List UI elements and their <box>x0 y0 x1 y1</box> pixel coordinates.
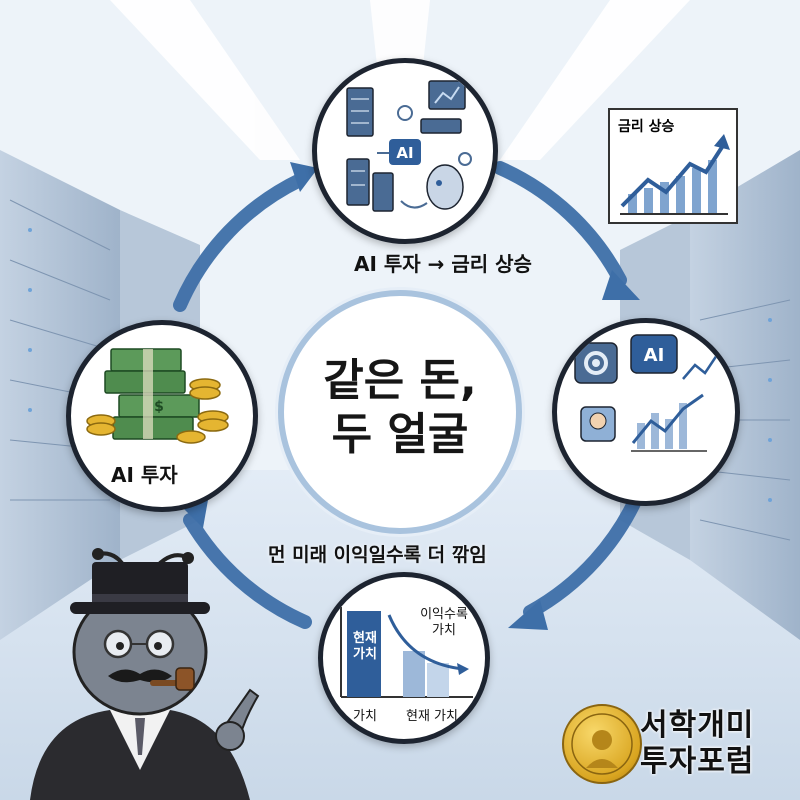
top-node-label: AI 투자 → 금리 상승 <box>354 252 532 276</box>
center-title-line-2: 두 얼굴 <box>331 409 469 460</box>
rate-card-title: 금리 상승 <box>618 119 675 135</box>
node-present-value: 현재 가치 이익수록 가치 가치 현재 가치 <box>318 572 490 744</box>
arrow-bottom-to-left <box>183 513 312 629</box>
rising-line-chart-icon <box>620 134 730 215</box>
arrowhead-right <box>602 270 640 300</box>
brand-line-1: 서학개미 <box>640 708 755 743</box>
center-title: 같은 돈, 두 얼굴 <box>284 354 516 462</box>
seal-portrait-icon <box>571 713 633 775</box>
arrow-left-to-top <box>173 173 307 312</box>
right-ai-badge: AI <box>644 345 665 366</box>
svg-text:$: $ <box>154 399 164 415</box>
arrow-top-to-right <box>493 161 627 287</box>
ai-analytics-icon: AI <box>574 334 719 452</box>
brand-line-2: 투자포럼 <box>640 744 755 779</box>
arrowhead-top <box>290 162 318 192</box>
node-ai-infrastructure: AI <box>312 58 498 244</box>
money-stack-icon: $ <box>86 348 229 444</box>
node-ai-analytics: AI <box>552 318 740 506</box>
ant-investor-mascot <box>30 548 260 800</box>
center-title-circle: 같은 돈, 두 얼굴 <box>278 290 522 534</box>
curve-value-label: 이익수록 가치 <box>420 607 468 638</box>
center-title-line-1: 같은 돈, <box>323 355 477 406</box>
axis-left-label: 가치 <box>353 709 377 724</box>
axis-right-label: 현재 가치 <box>406 709 458 724</box>
node-ai-investment: $ AI 투자 <box>66 320 258 512</box>
arrowhead-bottom <box>508 600 548 630</box>
discounted-value-chart-icon <box>340 607 473 698</box>
brand-name: 서학개미 투자포럼 <box>640 708 754 780</box>
bar-present-value-label: 현재 가치 <box>353 631 377 662</box>
rate-rise-card: 금리 상승 <box>608 108 738 224</box>
left-node-label: AI 투자 <box>111 463 178 487</box>
bottom-node-label: 먼 미래 이익일수록 더 깎임 <box>268 544 487 566</box>
ai-server-network-icon: AI <box>346 80 472 212</box>
brand-seal-logo <box>562 704 642 784</box>
top-ai-badge: AI <box>396 144 413 162</box>
arrow-right-to-bottom <box>523 483 647 619</box>
